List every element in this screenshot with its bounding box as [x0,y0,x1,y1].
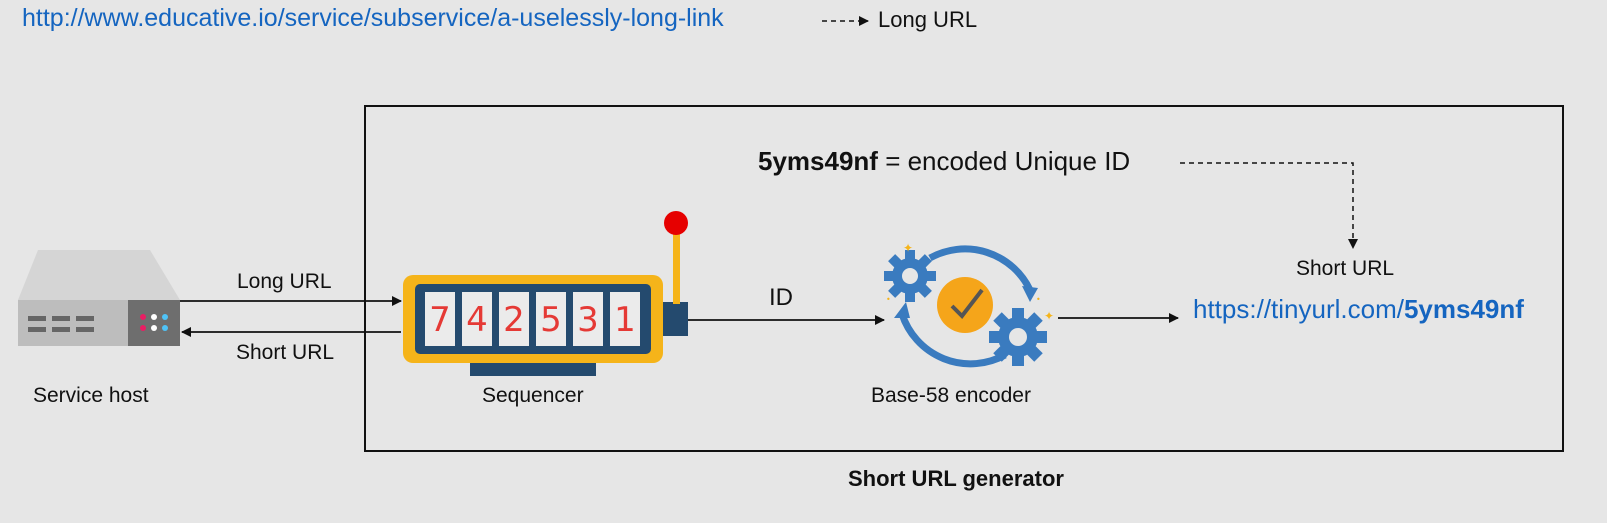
sequencer-digit: 4 [462,292,492,346]
short-url-label: Short URL [1296,257,1395,280]
sequencer-digit: 7 [425,292,455,346]
long-url-arrow-label: Long URL [237,270,332,293]
encoder-gears-icon: ✦ ✦ • • [884,241,1054,368]
server-icon [18,250,180,346]
sequencer-digit: 5 [536,292,566,346]
short-url-id: 5yms49nf [1403,294,1524,324]
sequencer-digit: 1 [610,292,640,346]
encoded-id-dashed-arrow [1180,162,1358,249]
encoded-id-caption: 5yms49nf = encoded Unique ID [758,146,1130,177]
short-url-prefix: https://tinyurl.com/ [1193,294,1404,324]
short-url-generator-box [364,105,1564,452]
sequencer-digit: 2 [499,292,529,346]
encoded-id-description: = encoded Unique ID [877,146,1131,176]
short-url-link[interactable]: https://tinyurl.com/5yms49nf [1193,294,1524,325]
encoded-id-value: 5yms49nf [758,146,878,176]
svg-text:•: • [886,295,891,304]
encoder-label: Base-58 encoder [871,384,1031,407]
generator-title: Short URL generator [848,466,1064,491]
id-arrow-label: ID [769,284,793,311]
long-url-tag: Long URL [878,7,978,32]
service-host-label: Service host [33,384,149,407]
short-url-arrow-label: Short URL [236,341,335,364]
svg-text:✦: ✦ [1044,309,1054,323]
sequencer-label: Sequencer [482,384,584,407]
svg-text:•: • [1036,295,1041,304]
svg-text:✦: ✦ [903,241,913,255]
long-link-text[interactable]: http://www.educative.io/service/subservi… [22,4,724,32]
sequencer-digit: 3 [573,292,603,346]
